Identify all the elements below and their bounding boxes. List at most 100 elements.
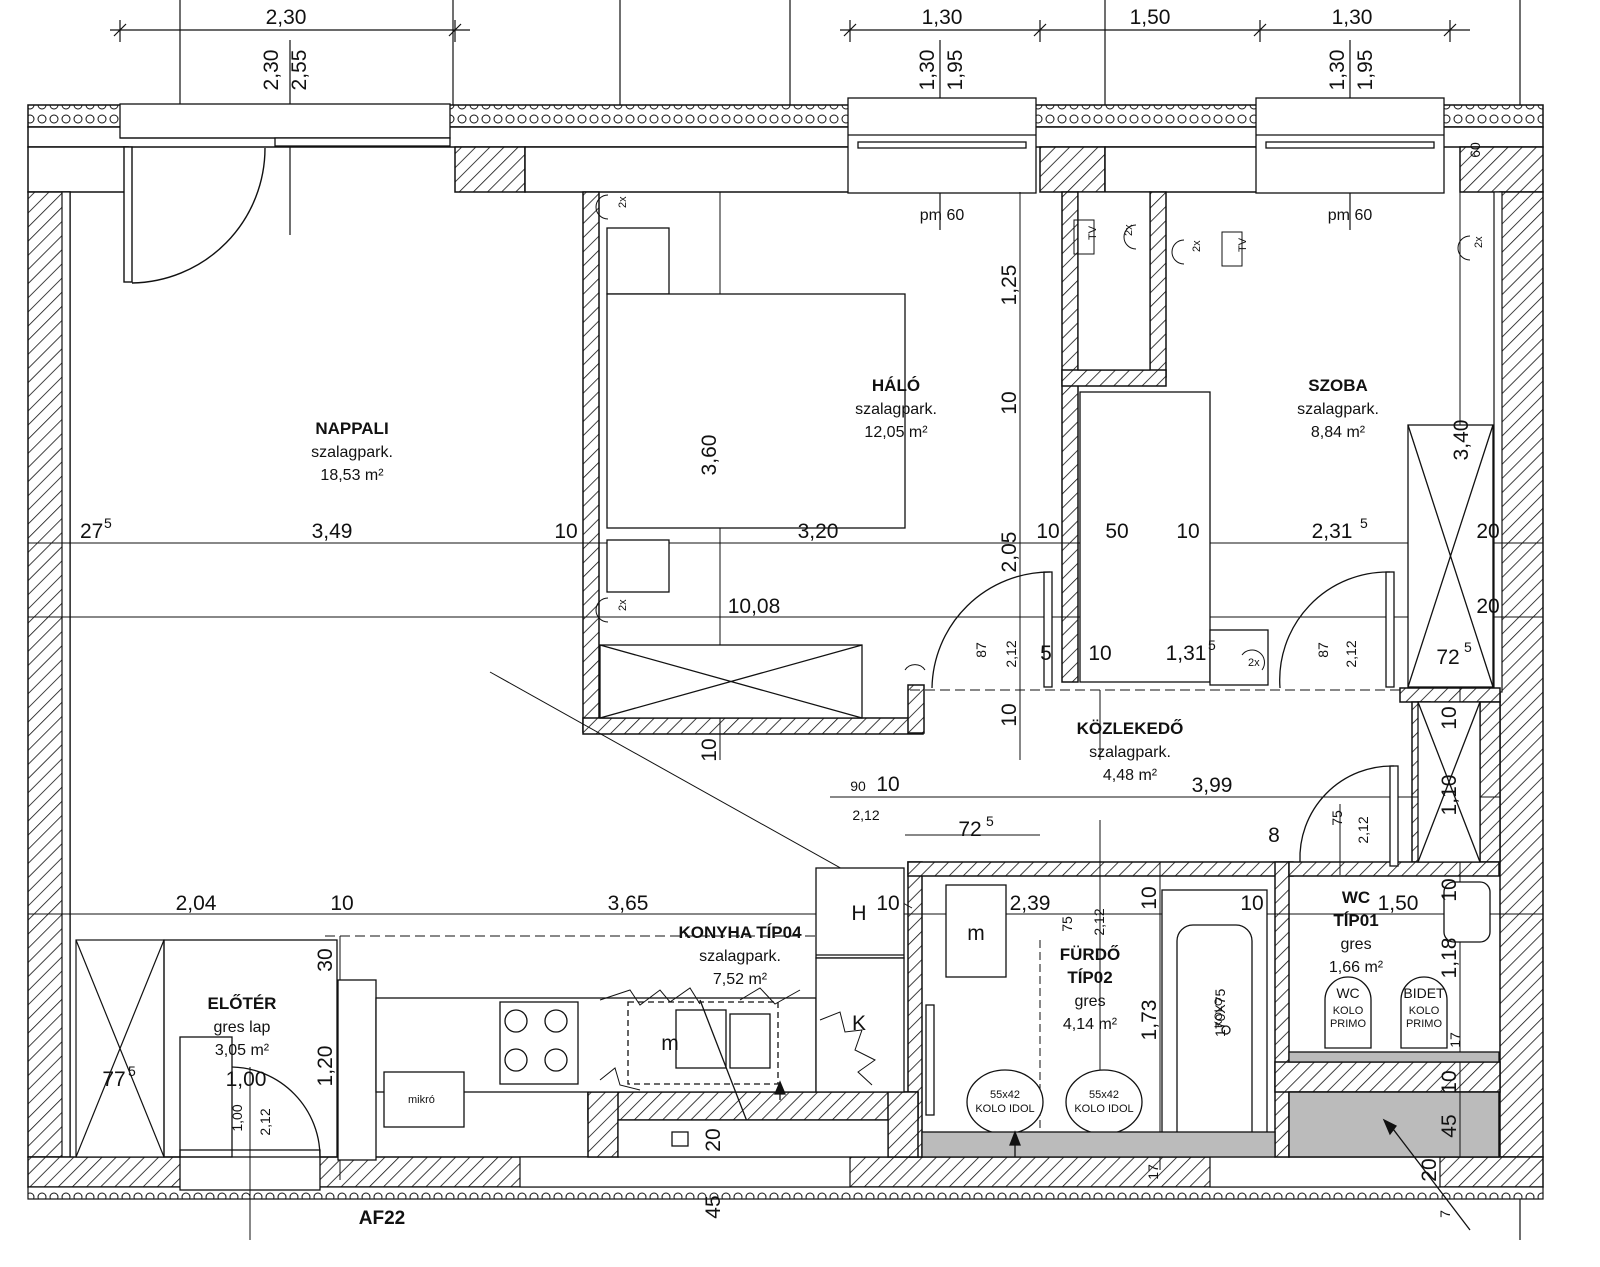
room-area: 4,14 m² xyxy=(1063,1016,1118,1033)
dim-10: 10 xyxy=(554,520,577,543)
washing-machine-label: m xyxy=(967,922,985,945)
room-floor: szalagpark. xyxy=(855,401,937,418)
microwave-label: mikró xyxy=(408,1094,435,1106)
socket-icons xyxy=(595,194,1471,671)
room-name: HÁLÓ xyxy=(872,376,920,395)
room-kozlekedo: KÖZLEKEDŐ szalagpark. 4,48 m² xyxy=(1077,719,1184,784)
dim-205: 2,05 xyxy=(998,532,1021,573)
dim-30: 30 xyxy=(314,948,337,971)
room-nappali: NAPPALI szalagpark. 18,53 m² xyxy=(311,419,393,484)
dim-131-sup: 5 xyxy=(1208,637,1216,653)
dim-45b: 45 xyxy=(702,1195,725,1218)
balcony-door[interactable] xyxy=(123,146,266,284)
basin-1-label: 55x42 xyxy=(990,1089,1020,1101)
room-floor: gres xyxy=(1340,936,1371,953)
dim-2125: 2,12 xyxy=(852,807,879,823)
szoba-furniture xyxy=(1077,191,1494,863)
dim-320: 3,20 xyxy=(798,520,839,543)
dimension-texts: 2,30 1,30 1,50 1,30 2,30 2,55 1,30 1,95 … xyxy=(80,6,1500,1219)
dim-399: 3,99 xyxy=(1192,774,1233,797)
room-area: 1,66 m² xyxy=(1329,959,1384,976)
dim-10-v3: 10 xyxy=(698,738,721,761)
dim-furdo-75: 75 xyxy=(1059,916,1075,932)
wc-door[interactable] xyxy=(1299,765,1399,867)
socket-label: 2x xyxy=(1191,240,1203,252)
bidet-label: BIDET xyxy=(1403,985,1445,1001)
dim-60: 60 xyxy=(1467,142,1483,158)
dim-10c: 10 xyxy=(1176,520,1199,543)
dim-top-2: 1,30 xyxy=(922,6,963,29)
dim-10-row2: 10 xyxy=(330,892,353,915)
room-name: KÖZLEKEDŐ xyxy=(1077,719,1184,738)
room-name: FÜRDŐ xyxy=(1060,945,1120,964)
dim-5: 5 xyxy=(1040,642,1052,665)
room-type: TÍP01 xyxy=(1333,911,1378,930)
window-label-right: pm 60 xyxy=(1328,207,1373,224)
fridge-label: H xyxy=(851,902,866,925)
basin-1-brand: KOLO IDOL xyxy=(975,1103,1034,1115)
dining-chairs xyxy=(599,987,876,1091)
socket-label: 2x xyxy=(1123,224,1135,236)
dim-775: 77 xyxy=(102,1068,125,1091)
room-floor: gres lap xyxy=(214,1019,271,1036)
dim-27-5-sup: 5 xyxy=(104,515,112,531)
top-openings xyxy=(119,97,1445,194)
bidet-brand-2: PRIMO xyxy=(1406,1018,1443,1030)
socket-label: 2x xyxy=(1248,657,1260,669)
dim-175b: 17 xyxy=(1145,1164,1161,1180)
dim-365: 3,65 xyxy=(608,892,649,915)
dim-50: 50 xyxy=(1105,520,1128,543)
room-furdo: FÜRDŐ TÍP02 gres 4,14 m² xyxy=(1060,945,1120,1033)
eloter-walls xyxy=(163,939,377,1161)
fixture-labels: mikró H K m m 170X75 KOLO 55x42 KOLO IDO… xyxy=(408,196,1485,1115)
dim-360: 3,60 xyxy=(698,435,721,476)
dim-8: 8 xyxy=(1268,824,1280,847)
kitchen-arrows xyxy=(617,999,889,1158)
dim-231-sup: 5 xyxy=(1360,515,1368,531)
dim-door-szoba-1: 87 xyxy=(1315,642,1331,658)
szoba-door[interactable] xyxy=(1279,571,1395,689)
eloter-wardrobe xyxy=(75,939,165,1158)
furdo-door[interactable] xyxy=(925,1004,935,1116)
halo-door[interactable] xyxy=(931,571,1053,689)
room-area: 7,52 m² xyxy=(713,971,768,988)
dim-27-5: 27 xyxy=(80,520,103,543)
dim-204: 2,04 xyxy=(176,892,217,915)
dim-wc-75: 75 xyxy=(1329,810,1345,826)
dim-top-3: 1,50 xyxy=(1130,6,1171,29)
dim-w2-2: 1,95 xyxy=(1354,50,1377,91)
dim-10-vert: 10 xyxy=(998,391,1021,414)
dim-725b: 72 xyxy=(958,818,981,841)
bathtub-label: 170X75 xyxy=(1212,989,1228,1037)
dishwasher-label: m xyxy=(661,1032,679,1055)
toilet-brand-2: PRIMO xyxy=(1330,1018,1367,1030)
dim-349: 3,49 xyxy=(312,520,353,543)
dim-top-4: 1,30 xyxy=(1332,6,1373,29)
dim-150: 1,50 xyxy=(1378,892,1419,915)
dim-231: 2,31 xyxy=(1312,520,1353,543)
dim-100v: 1,00 xyxy=(229,1104,245,1131)
dim-10-r: 10 xyxy=(1088,642,1111,665)
kitchen-counter xyxy=(375,867,905,1128)
dim-door-halo-2: 2,12 xyxy=(1003,640,1019,667)
dim-10-v5: 10 xyxy=(1138,886,1161,909)
room-floor: szalagpark. xyxy=(1297,401,1379,418)
basin-2-brand: KOLO IDOL xyxy=(1074,1103,1133,1115)
dim-125: 1,25 xyxy=(998,265,1021,306)
room-floor: szalagpark. xyxy=(311,444,393,461)
dim-10-v6: 10 xyxy=(1438,878,1461,901)
room-name: NAPPALI xyxy=(315,419,388,438)
room-floor: gres xyxy=(1074,993,1105,1010)
dim-10-row2c: 10 xyxy=(1240,892,1263,915)
left-wall xyxy=(27,191,71,1158)
dim-w1-2: 1,95 xyxy=(944,50,967,91)
room-name: SZOBA xyxy=(1308,376,1368,395)
dim-w1-1: 1,30 xyxy=(916,50,939,91)
bathroom-fixtures xyxy=(921,881,1500,1158)
furdo-arrow xyxy=(1009,1118,1471,1231)
dim-10-v2: 10 xyxy=(998,703,1021,726)
dim-wc-212: 2,12 xyxy=(1355,816,1371,843)
tv-label-2: TV xyxy=(1237,237,1249,252)
room-name: WC xyxy=(1342,888,1370,907)
